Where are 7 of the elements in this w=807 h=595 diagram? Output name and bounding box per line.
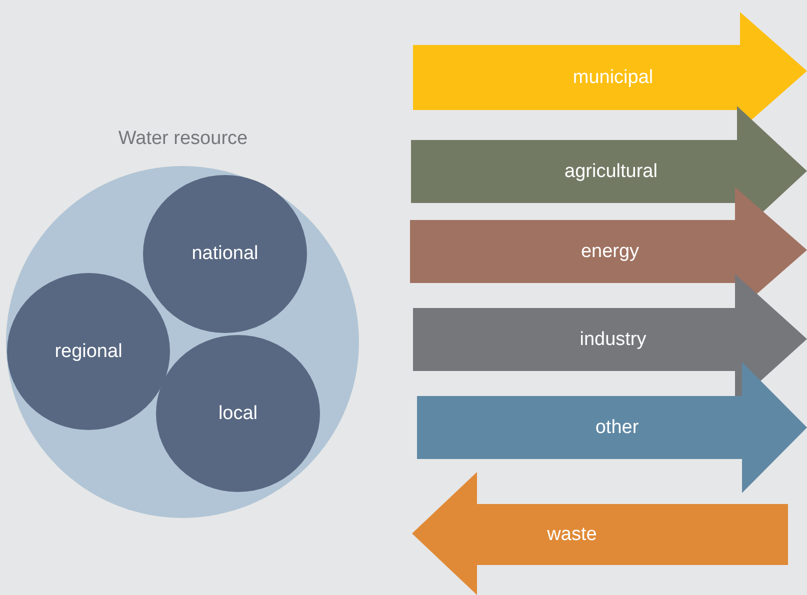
arrow-label: agricultural bbox=[564, 160, 658, 182]
arrow-label: industry bbox=[580, 328, 646, 350]
arrow-label: other bbox=[595, 416, 639, 438]
arrow-label: waste bbox=[547, 524, 597, 546]
arrow-label: municipal bbox=[572, 66, 654, 88]
arrow-label: energy bbox=[580, 240, 640, 262]
heading: Water resource bbox=[118, 128, 248, 150]
